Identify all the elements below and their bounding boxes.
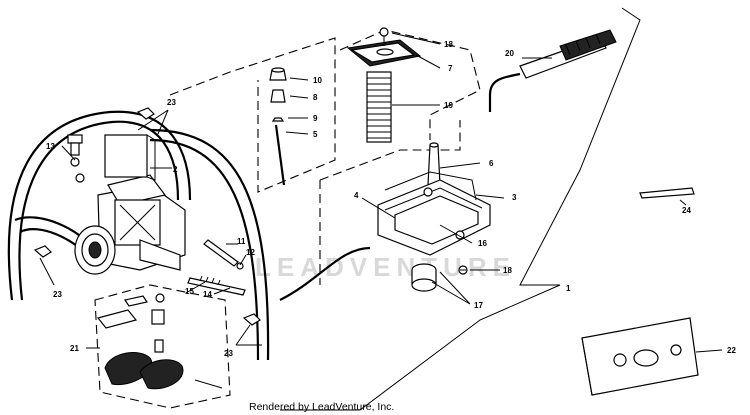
outline-top-group	[339, 29, 481, 140]
callout-21: 21	[70, 344, 79, 353]
callout-1: 1	[566, 284, 571, 293]
bowl-gasket	[384, 171, 477, 201]
callout-18-top: 18	[444, 40, 453, 49]
carburetor-body	[74, 174, 186, 275]
callout-9: 9	[313, 114, 318, 123]
jet-needle-24	[639, 187, 695, 199]
callout-7: 7	[448, 64, 453, 73]
callout-22: 22	[727, 346, 736, 355]
callout-14: 14	[203, 290, 212, 299]
callout-4: 4	[354, 191, 359, 200]
footer-credit: Rendered by LeadVenture, Inc.	[249, 401, 394, 413]
callout-8: 8	[313, 93, 318, 102]
carb-cap	[104, 134, 156, 181]
leader-lines	[39, 32, 723, 353]
callout-15: 15	[185, 287, 194, 296]
slide-components	[269, 67, 287, 186]
float-assembly	[96, 293, 223, 390]
hose-clip-top	[136, 107, 155, 120]
hose-clip-bottom	[242, 313, 261, 326]
callout-20: 20	[505, 49, 514, 58]
float-bowl	[377, 179, 491, 256]
leader-1	[280, 7, 641, 411]
callout-13: 13	[46, 142, 55, 151]
vent-hose-left-inner	[18, 120, 180, 301]
callout-24: 24	[682, 206, 691, 215]
callout-16: 16	[478, 239, 487, 248]
idle-screw	[203, 239, 244, 270]
watermark: LEADVENTURE	[255, 252, 516, 282]
callout-23-top: 23	[167, 98, 176, 107]
callout-6: 6	[489, 159, 494, 168]
callout-11: 11	[237, 237, 246, 246]
throttle-spring	[366, 71, 392, 143]
top-cap	[346, 27, 422, 67]
callout-23-bottom: 23	[224, 349, 233, 358]
hose-clip-left	[33, 245, 52, 258]
vent-hose-right-outer	[149, 128, 270, 361]
needle-jet	[427, 142, 441, 186]
vent-hose-right-inner	[149, 138, 260, 361]
choke-plunger	[67, 134, 85, 183]
callout-2: 2	[173, 165, 178, 174]
callout-18-bottom: 18	[503, 266, 512, 275]
callout-10: 10	[313, 76, 322, 85]
callout-23-left: 23	[53, 290, 62, 299]
outline-slide-group	[169, 37, 336, 193]
overflow-hose	[279, 246, 371, 301]
callout-19: 19	[444, 101, 453, 110]
throttle-cable	[488, 29, 617, 112]
mixture-screw	[187, 275, 246, 296]
callout-12: 12	[246, 248, 255, 257]
callout-17: 17	[474, 301, 483, 310]
drain-plug	[411, 263, 437, 292]
vent-hose-left-outer	[7, 110, 192, 301]
outline-group-21	[94, 284, 231, 409]
callout-3: 3	[512, 193, 517, 202]
gasket-kit-22	[581, 317, 699, 396]
callout-5: 5	[313, 130, 318, 139]
bowl-screw	[458, 265, 468, 275]
callout-labels: 1 2 3 4 5 6 7 8 9 10 11 12 13 14 15 16 1…	[46, 40, 736, 358]
